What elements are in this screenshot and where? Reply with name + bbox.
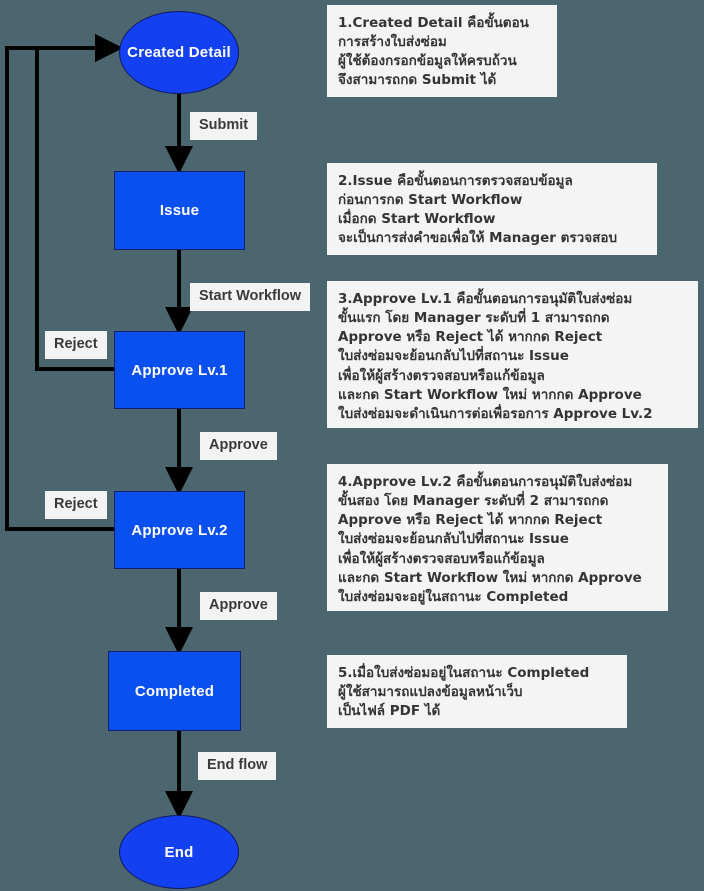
node-created-detail-label: Created Detail [127, 44, 231, 61]
edge-label-approve-lv1: Approve [200, 432, 277, 460]
note-completed: 5.เมื่อใบส่งซ่อมอยู่ในสถานะ Completed ผู… [327, 655, 627, 728]
edge-label-reject-lv1-text: Reject [54, 336, 98, 352]
node-completed-label: Completed [134, 682, 215, 700]
node-issue[interactable]: Issue [114, 171, 245, 250]
note-approve-lv2: 4.Approve Lv.2 คือขั้นตอนการอนุมัติใบส่ง… [327, 464, 668, 611]
edge-label-approve-lv2-text: Approve [209, 597, 268, 613]
edge-label-reject-lv1: Reject [45, 331, 107, 359]
node-issue-label: Issue [159, 202, 200, 219]
edge-label-end-flow: End flow [198, 752, 277, 780]
edge-label-approve-lv2: Approve [200, 592, 277, 620]
node-approve-lv2[interactable]: Approve Lv.2 [114, 491, 245, 569]
note-created-detail: 1.Created Detail คือขั้นตอน การสร้างใบส่… [327, 5, 557, 97]
node-end[interactable]: End [119, 815, 239, 889]
edge-label-reject-lv2: Reject [45, 491, 107, 519]
edge-reject-approve2-loop [5, 34, 123, 531]
edge-label-reject-lv2-text: Reject [54, 496, 98, 512]
edge-reject-approve1-loop [35, 34, 123, 371]
note-issue: 2.Issue คือขั้นตอนการตรวจสอบข้อมูล ก่อนก… [327, 163, 657, 255]
node-approve-lv2-label: Approve Lv.2 [131, 521, 228, 539]
edge-label-approve-lv1-text: Approve [209, 437, 268, 453]
edge-label-start-workflow-text: Start Workflow [199, 288, 302, 304]
edge-label-end-flow-text: End flow [207, 757, 268, 773]
note-approve-lv1: 3.Approve Lv.1 คือขั้นตอนการอนุมัติใบส่ง… [327, 281, 698, 428]
node-approve-lv1[interactable]: Approve Lv.1 [114, 331, 245, 409]
node-approve-lv1-label: Approve Lv.1 [131, 361, 228, 379]
node-end-label: End [164, 843, 194, 861]
edge-label-submit-text: Submit [199, 117, 249, 133]
edge-label-submit: Submit [190, 112, 258, 140]
edge-label-start-workflow: Start Workflow [190, 283, 311, 311]
node-created-detail[interactable]: Created Detail [119, 11, 239, 94]
node-completed[interactable]: Completed [108, 651, 241, 731]
